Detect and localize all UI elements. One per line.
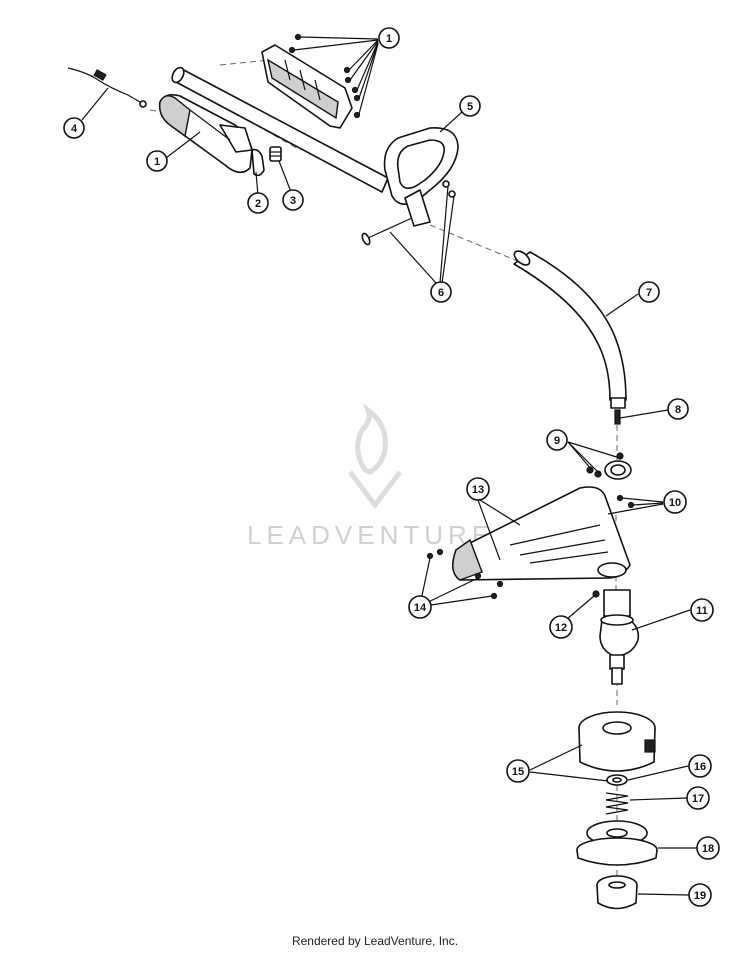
svg-text:15: 15	[512, 766, 524, 778]
callout-12: 12	[549, 615, 573, 639]
svg-text:2: 2	[255, 198, 261, 210]
svg-text:10: 10	[669, 497, 681, 509]
spring	[605, 792, 629, 815]
lower-shaft	[513, 250, 627, 409]
svg-text:14: 14	[414, 602, 427, 614]
svg-text:17: 17	[692, 793, 704, 805]
callout-7: 7	[638, 281, 660, 303]
gearhead-screw	[592, 590, 600, 598]
svg-text:1: 1	[154, 156, 160, 168]
drive-shaft-tip	[614, 409, 621, 425]
callout-1a: 1	[378, 27, 400, 49]
svg-text:8: 8	[675, 404, 681, 416]
callout-8: 8	[667, 398, 689, 420]
callout-10: 10	[663, 490, 687, 514]
trigger-lever	[251, 148, 265, 177]
svg-text:4: 4	[71, 123, 78, 135]
grass-deflector	[452, 486, 631, 581]
svg-text:5: 5	[467, 101, 473, 113]
spool-housing	[578, 711, 656, 772]
svg-text:11: 11	[696, 605, 708, 617]
handle-bolt	[361, 180, 456, 246]
callout-16: 16	[688, 754, 712, 778]
callout-2: 2	[247, 192, 269, 214]
trigger-nut	[269, 146, 282, 162]
upper-handle-housing	[261, 44, 353, 129]
throttle-cable	[67, 67, 147, 108]
upper-shaft	[171, 66, 389, 193]
guard-screws-lower	[426, 548, 504, 600]
callout-4: 4	[63, 117, 85, 139]
callout-6: 6	[430, 281, 452, 303]
svg-text:3: 3	[290, 195, 296, 207]
callout-18: 18	[696, 836, 720, 860]
assist-handle	[383, 127, 459, 227]
callout-9: 9	[546, 429, 568, 451]
svg-text:1: 1	[386, 33, 392, 45]
watermark-text: LEADVENTURE	[247, 520, 494, 550]
svg-text:13: 13	[472, 484, 484, 496]
svg-text:16: 16	[694, 761, 706, 773]
callout-5: 5	[459, 95, 481, 117]
spool	[576, 820, 658, 866]
svg-text:18: 18	[702, 843, 714, 855]
gear-head	[599, 589, 640, 685]
watermark: LEADVENTURE	[247, 402, 494, 550]
svg-text:9: 9	[554, 435, 560, 447]
callout-11: 11	[690, 598, 714, 622]
bump-knob	[596, 875, 638, 910]
callout-3: 3	[282, 189, 304, 211]
callout-19: 19	[688, 883, 712, 907]
shaft-clamp	[586, 452, 632, 480]
svg-text:12: 12	[555, 622, 567, 634]
callout-15: 15	[506, 759, 530, 783]
svg-text:6: 6	[438, 287, 444, 299]
callout-13: 13	[466, 477, 490, 501]
washer	[606, 774, 628, 786]
watermark-logo-icon	[348, 402, 402, 510]
svg-text:19: 19	[694, 890, 706, 902]
callout-leaders	[81, 36, 697, 896]
svg-text:7: 7	[646, 287, 652, 299]
callout-14: 14	[408, 595, 432, 619]
footer-credit: Rendered by LeadVenture, Inc.	[291, 934, 459, 948]
callout-17: 17	[686, 786, 710, 810]
callout-1b: 1	[146, 150, 168, 172]
